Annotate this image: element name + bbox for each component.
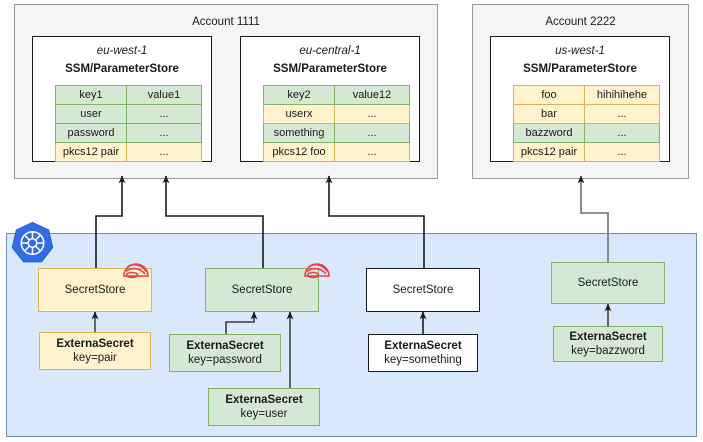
- table-row: password ...: [55, 123, 202, 143]
- externalsecret-title: ExternaSecret: [56, 338, 134, 350]
- parameter-table-eu-central-1: key2 value12 userx ... something ... pkc…: [263, 85, 410, 162]
- param-value: ...: [584, 123, 660, 143]
- param-key: bar: [513, 104, 585, 124]
- param-value: hihihihehe: [584, 85, 660, 105]
- param-key: bazzword: [513, 123, 585, 143]
- table-row: pkcs12 pair ...: [513, 142, 660, 162]
- region-title: eu-central-1: [299, 45, 361, 57]
- secretstore-userpass[interactable]: SecretStore: [205, 268, 319, 312]
- externalsecret-subtitle: key=bazzword: [571, 345, 645, 357]
- param-value: ...: [126, 142, 202, 162]
- externalsecret-something[interactable]: ExternaSecret key=something: [368, 334, 478, 372]
- param-value: ...: [584, 142, 660, 162]
- externalsecret-bazzword[interactable]: ExternaSecret key=bazzword: [553, 326, 663, 362]
- param-key: password: [55, 123, 127, 143]
- secretstore-bazzword[interactable]: SecretStore: [551, 262, 665, 304]
- param-key: pkcs12 pair: [55, 142, 127, 162]
- region-title: eu-west-1: [96, 45, 148, 57]
- param-value: value12: [334, 85, 410, 105]
- param-key: something: [263, 123, 335, 143]
- param-key: user: [55, 104, 127, 124]
- parameter-store-title: SSM/ParameterStore: [65, 63, 179, 75]
- account-title: Account 1111: [192, 16, 260, 28]
- param-value: ...: [334, 142, 410, 162]
- account-title: Account 2222: [545, 16, 616, 28]
- table-row: bar ...: [513, 104, 660, 124]
- parameter-store-title: SSM/ParameterStore: [273, 63, 387, 75]
- param-key: key2: [263, 85, 335, 105]
- param-value: ...: [126, 123, 202, 143]
- parameter-table-eu-west-1: key1 value1 user ... password ... pkcs12…: [55, 85, 202, 162]
- externalsecret-subtitle: key=something: [384, 354, 462, 366]
- table-row: key1 value1: [55, 85, 202, 105]
- param-value: ...: [584, 104, 660, 124]
- secretstore-label: SecretStore: [231, 284, 293, 296]
- param-value: ...: [334, 123, 410, 143]
- secretstore-label: SecretStore: [392, 284, 454, 296]
- table-row: pkcs12 pair ...: [55, 142, 202, 162]
- param-key: userx: [263, 104, 335, 124]
- parameter-table-us-west-1: foo hihihihehe bar ... bazzword ... pkcs…: [513, 85, 660, 162]
- param-key: pkcs12 foo: [263, 142, 335, 162]
- externalsecret-subtitle: key=pair: [73, 352, 117, 364]
- externalsecret-title: ExternaSecret: [569, 331, 647, 343]
- externalsecret-title: ExternaSecret: [384, 340, 462, 352]
- table-row: bazzword ...: [513, 123, 660, 143]
- param-key: foo: [513, 85, 585, 105]
- param-key: key1: [55, 85, 127, 105]
- secretstore-label: SecretStore: [64, 284, 126, 296]
- table-row: user ...: [55, 104, 202, 124]
- table-row: pkcs12 foo ...: [263, 142, 410, 162]
- externalsecret-pair[interactable]: ExternaSecret key=pair: [39, 332, 151, 370]
- param-value: ...: [126, 104, 202, 124]
- table-row: key2 value12: [263, 85, 410, 105]
- secretstore-something[interactable]: SecretStore: [366, 268, 480, 312]
- externalsecret-subtitle: key=password: [188, 354, 262, 366]
- parameter-store-title: SSM/ParameterStore: [523, 63, 637, 75]
- region-container-eu-central-1: eu-central-1 SSM/ParameterStore key2 val…: [240, 36, 420, 162]
- region-container-us-west-1: us-west-1 SSM/ParameterStore foo hihihih…: [490, 36, 670, 162]
- table-row: something ...: [263, 123, 410, 143]
- externalsecret-title: ExternaSecret: [186, 340, 264, 352]
- secretstore-label: SecretStore: [577, 277, 639, 289]
- externalsecret-title: ExternaSecret: [225, 394, 303, 406]
- region-container-eu-west-1: eu-west-1 SSM/ParameterStore key1 value1…: [32, 36, 212, 162]
- externalsecret-subtitle: key=user: [240, 408, 288, 420]
- externalsecret-user[interactable]: ExternaSecret key=user: [208, 388, 320, 426]
- param-key: pkcs12 pair: [513, 142, 585, 162]
- region-title: us-west-1: [555, 45, 605, 57]
- kubernetes-icon: [11, 221, 54, 263]
- table-row: userx ...: [263, 104, 410, 124]
- param-value: value1: [126, 85, 202, 105]
- externalsecret-password[interactable]: ExternaSecret key=password: [169, 334, 281, 372]
- helm-icon: [123, 263, 149, 279]
- helm-icon: [304, 263, 330, 279]
- table-row: foo hihihihehe: [513, 85, 660, 105]
- param-value: ...: [334, 104, 410, 124]
